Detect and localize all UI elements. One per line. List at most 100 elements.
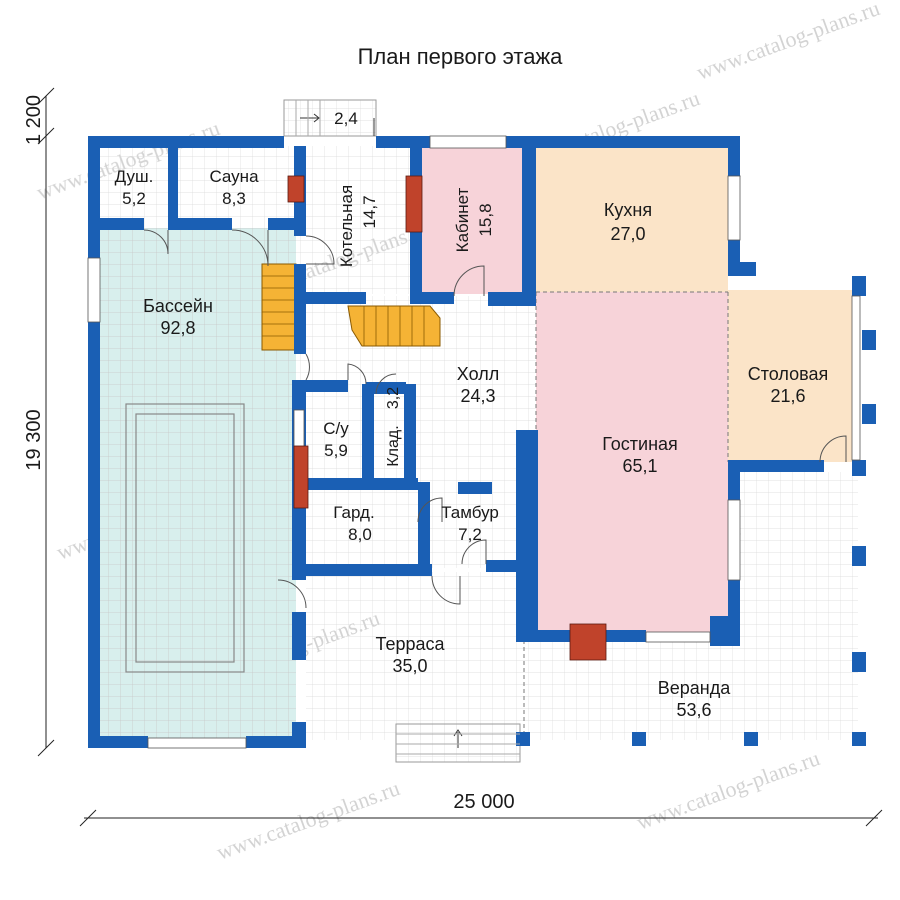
- pillar: [862, 330, 876, 350]
- dimension-lines: [37, 87, 883, 827]
- wall-pool-east-bottom: [292, 612, 306, 648]
- fireplace-icon: [287, 175, 305, 203]
- room-name-storage: Клад.: [385, 425, 402, 466]
- porch-area-label: 2,4: [334, 109, 358, 128]
- doors: [143, 229, 847, 609]
- pillar: [852, 460, 866, 476]
- wall-bath-east: [362, 384, 374, 484]
- sauna-floor: [98, 146, 294, 228]
- fireplaces: [287, 175, 607, 661]
- door-tambur: [431, 575, 461, 605]
- wall-dining-south: [728, 460, 824, 472]
- wall-boiler-south: [294, 292, 366, 304]
- wall-north-right: [524, 136, 740, 148]
- arrow-icon: [313, 113, 320, 123]
- pillar: [852, 652, 866, 672]
- door-hall-pool: [305, 353, 310, 381]
- room-area-terrace: 35,0: [392, 656, 427, 676]
- room-name-bath: С/у: [323, 419, 349, 438]
- room-labels: 2,4 Душ. 5,2 Сауна 8,3 Бассейн 92,8 Коте…: [115, 109, 829, 720]
- dining-floor: [728, 290, 856, 462]
- wall-office-south-right: [488, 292, 536, 306]
- room-name-veranda: Веранда: [658, 678, 731, 698]
- door-tambur-2: [461, 539, 487, 565]
- room-area-tambur: 7,2: [458, 525, 482, 544]
- room-name-kitchen: Кухня: [604, 200, 652, 220]
- wall-pool-south-left: [88, 736, 148, 748]
- door-pool-terrace: [277, 579, 307, 609]
- door-shower: [143, 229, 169, 255]
- watermark: www.catalog-plans.ru: [633, 745, 823, 834]
- room-name-wardrobe: Гард.: [333, 503, 374, 522]
- pillar: [292, 640, 306, 660]
- room-name-hall: Холл: [457, 364, 499, 384]
- window: [727, 175, 741, 241]
- window: [851, 295, 861, 461]
- room-name-dining: Столовая: [748, 364, 829, 384]
- wall-east-kitchen-return: [728, 262, 756, 276]
- window: [727, 499, 741, 581]
- pillar: [862, 404, 876, 424]
- floor-fills: [98, 99, 858, 763]
- pillar: [852, 732, 866, 746]
- wall-office-south-left: [410, 292, 454, 304]
- room-name-sauna: Сауна: [209, 167, 259, 186]
- room-area-storage: 3,2: [385, 387, 402, 409]
- room-name-shower: Душ.: [115, 167, 154, 186]
- wall-bath-north: [292, 380, 348, 392]
- window: [87, 257, 101, 323]
- wall-living-corner: [710, 616, 740, 646]
- window: [429, 135, 507, 149]
- door-bath: [347, 363, 367, 385]
- wall-wardrobe-east: [418, 482, 430, 568]
- wall-wardrobe-north: [292, 478, 418, 490]
- door-office: [453, 265, 485, 297]
- wall-living-west: [516, 430, 538, 642]
- dimension-top: 1 200: [23, 95, 45, 145]
- door-boiler: [305, 235, 335, 265]
- terrace-floor: [306, 572, 524, 740]
- wall-shower-sauna: [168, 146, 178, 228]
- room-area-hall: 24,3: [460, 386, 495, 406]
- wall-pool-east-upper: [294, 264, 306, 354]
- wall-terrace-north-left: [296, 564, 432, 576]
- wall-storage-east: [404, 384, 416, 484]
- room-area-veranda: 53,6: [676, 700, 711, 720]
- stairs: [261, 263, 441, 351]
- stair-flight-left: [261, 263, 297, 351]
- porch-top: [283, 99, 377, 137]
- room-name-office: Кабинет: [453, 187, 472, 252]
- living-floor-top: [536, 292, 728, 640]
- dimension-width: 25 000: [453, 791, 514, 813]
- watermark: www.catalog-plans.ru: [693, 0, 883, 85]
- boiler-floor: [296, 146, 410, 294]
- watermark: www.catalog-plans.ru: [213, 775, 403, 864]
- window: [147, 737, 247, 749]
- room-area-pool: 92,8: [160, 318, 195, 338]
- pillar: [516, 732, 530, 746]
- room-area-sauna: 8,3: [222, 189, 246, 208]
- pillar: [852, 276, 866, 296]
- window: [645, 631, 711, 643]
- door-wardrobe: [417, 497, 443, 523]
- wall-shower-south: [98, 218, 144, 230]
- fireplace-icon: [293, 445, 309, 509]
- door-dining: [819, 435, 847, 463]
- windows: [87, 135, 861, 749]
- wall-north-left: [88, 136, 284, 148]
- dimension-height: 19 300: [23, 409, 45, 470]
- room-area-dining: 21,6: [770, 386, 805, 406]
- plan-title: План первого этажа: [358, 44, 564, 69]
- kitchen-floor: [536, 146, 728, 292]
- room-name-terrace: Терраса: [375, 634, 445, 654]
- wall-sauna-south-r: [268, 218, 298, 230]
- room-area-living: 65,1: [622, 456, 657, 476]
- pillar: [744, 732, 758, 746]
- room-area-kitchen: 27,0: [610, 224, 645, 244]
- room-area-bath: 5,9: [324, 441, 348, 460]
- room-name-boiler: Котельная: [337, 185, 356, 267]
- door-sauna: [231, 229, 269, 267]
- room-name-living: Гостиная: [602, 434, 678, 454]
- pool-basin-outer: [125, 403, 245, 673]
